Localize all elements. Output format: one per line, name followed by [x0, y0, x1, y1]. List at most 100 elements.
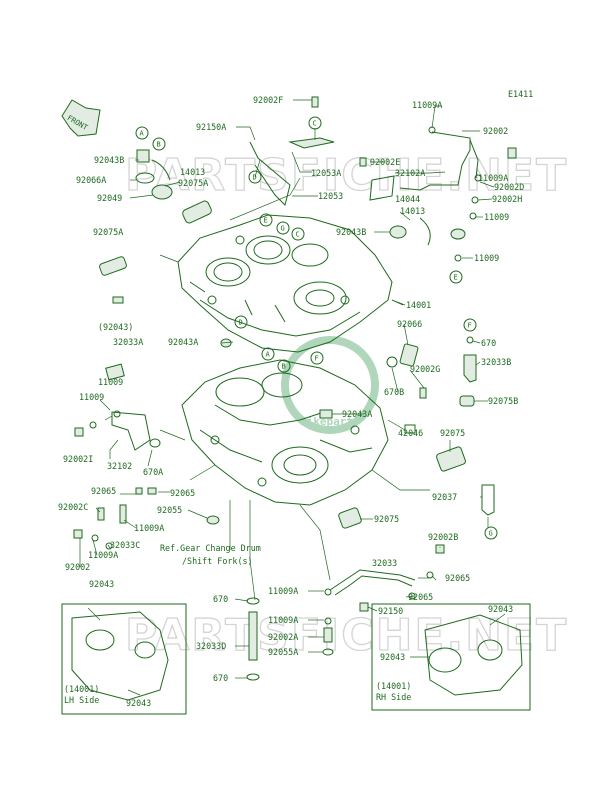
part-label: 11009 [474, 253, 499, 263]
left-middle-parts [73, 363, 220, 550]
svg-text:RH Side: RH Side [376, 692, 411, 702]
part-label: 12053 [318, 191, 343, 201]
part-label: 92002C [58, 502, 88, 512]
svg-text:Bikeparts: Bikeparts [300, 415, 360, 428]
ref-note: Ref.Gear Change Drum /Shift Fork(s) [160, 543, 261, 566]
part-label: 92002A [268, 632, 298, 642]
part-label: 92065 [445, 573, 470, 583]
diagram-code: E1411 [508, 89, 533, 99]
part-label: 32033D [196, 641, 226, 651]
part-label: 92065 [408, 592, 433, 602]
callout-B1: B [152, 137, 166, 151]
part-label: 92002 [65, 562, 90, 572]
right-middle-parts [319, 336, 495, 529]
svg-text:Ref.Gear Change Drum: Ref.Gear Change Drum [160, 543, 261, 553]
part-label: 92066A [76, 175, 106, 185]
part-label: 92002I [63, 454, 93, 464]
part-label: 32102 [107, 461, 132, 471]
leader-lines [79, 99, 506, 696]
part-label: 92055A [268, 647, 298, 657]
part-label: 11009A [268, 586, 298, 596]
part-label: 14013 [400, 206, 425, 216]
part-labels: 92002F 92150A 12053A 12053 92002E 32102A… [58, 95, 524, 708]
callout-A3: A [261, 347, 275, 361]
part-label: 670 [213, 673, 228, 683]
part-label: 92002H [492, 194, 522, 204]
svg-text:(14001): (14001) [64, 684, 99, 694]
part-label: 11009A [134, 523, 164, 533]
svg-text:A: A [266, 351, 271, 359]
part-label: 11009A [88, 550, 118, 560]
lh-side-box [61, 603, 187, 715]
top-left-parts [99, 149, 232, 348]
part-label: 92002F [253, 95, 283, 105]
part-label: 92150A [196, 122, 226, 132]
part-label: 92075A [93, 227, 123, 237]
part-label: 92150 [378, 606, 403, 616]
callout-C1: C [308, 116, 322, 130]
front-arrow-icon: FRONT [61, 99, 101, 137]
svg-text:/Shift Fork(s): /Shift Fork(s) [182, 556, 253, 566]
callout-G2: G [276, 221, 290, 235]
callout-G3: G [484, 526, 498, 540]
part-label: 11009 [484, 212, 509, 222]
svg-text:C: C [313, 120, 317, 128]
svg-text:PARTSFICHE.NET: PARTSFICHE.NET [125, 150, 568, 201]
part-label: (92043) [98, 322, 133, 332]
part-label: 670A [143, 467, 163, 477]
callout-B3: B [277, 359, 291, 373]
svg-text:F: F [315, 355, 319, 363]
part-label: 92002D [494, 182, 524, 192]
part-label: 670B [384, 387, 404, 397]
lh-side-label: (14001) LH Side [64, 684, 99, 705]
part-label: 14001 [406, 300, 431, 310]
svg-text:LH Side: LH Side [64, 695, 99, 705]
part-label: 92066 [397, 319, 422, 329]
part-label: 32033 [372, 558, 397, 568]
part-label: 92075 [374, 514, 399, 524]
part-label: 92043 [126, 698, 151, 708]
part-label: 32102A [395, 168, 425, 178]
part-label: 92065 [91, 486, 116, 496]
watermark: PARTSFICHE.NET PARTSFICHE.NET [124, 149, 568, 661]
callout-A1: A [135, 126, 149, 140]
part-label: 92002G [410, 364, 440, 374]
svg-text:E: E [454, 274, 458, 282]
bottom-center-parts [246, 544, 445, 681]
svg-text:(14001): (14001) [376, 681, 411, 691]
svg-text:G: G [281, 225, 285, 233]
part-label: 11009A [268, 615, 298, 625]
part-label: 14044 [395, 194, 420, 204]
svg-text:B: B [282, 363, 286, 371]
part-label: 92037 [432, 492, 457, 502]
part-label: 92043 [89, 579, 114, 589]
callout-D1: D [248, 170, 262, 184]
part-label: 92075 [440, 428, 465, 438]
svg-text:C: C [296, 231, 300, 239]
part-label: 11009 [79, 392, 104, 402]
svg-text:D: D [253, 174, 257, 182]
part-label: 92055 [157, 505, 182, 515]
svg-text:B: B [157, 141, 161, 149]
callout-F1: F [463, 318, 477, 332]
part-label: 670 [213, 594, 228, 604]
svg-text:PARTSFICHE.NET: PARTSFICHE.NET [125, 610, 568, 661]
svg-text:G: G [489, 530, 493, 538]
callout-F3: F [310, 351, 324, 365]
rh-side-box [371, 603, 531, 711]
part-label: 92002B [428, 532, 458, 542]
part-label: 92043 [488, 604, 513, 614]
part-label: 92049 [97, 193, 122, 203]
part-label: 11009A [478, 173, 508, 183]
svg-text:F: F [468, 322, 472, 330]
upper-crankcase [177, 214, 393, 353]
callout-E2: E [259, 213, 273, 227]
svg-text:E: E [264, 217, 268, 225]
svg-text:A: A [140, 130, 145, 138]
part-label: 92002 [483, 126, 508, 136]
rh-side-label: (14001) RH Side [376, 681, 411, 702]
part-label: 92065 [170, 488, 195, 498]
callout-D2: D [234, 315, 248, 329]
lower-crankcase [181, 359, 389, 506]
